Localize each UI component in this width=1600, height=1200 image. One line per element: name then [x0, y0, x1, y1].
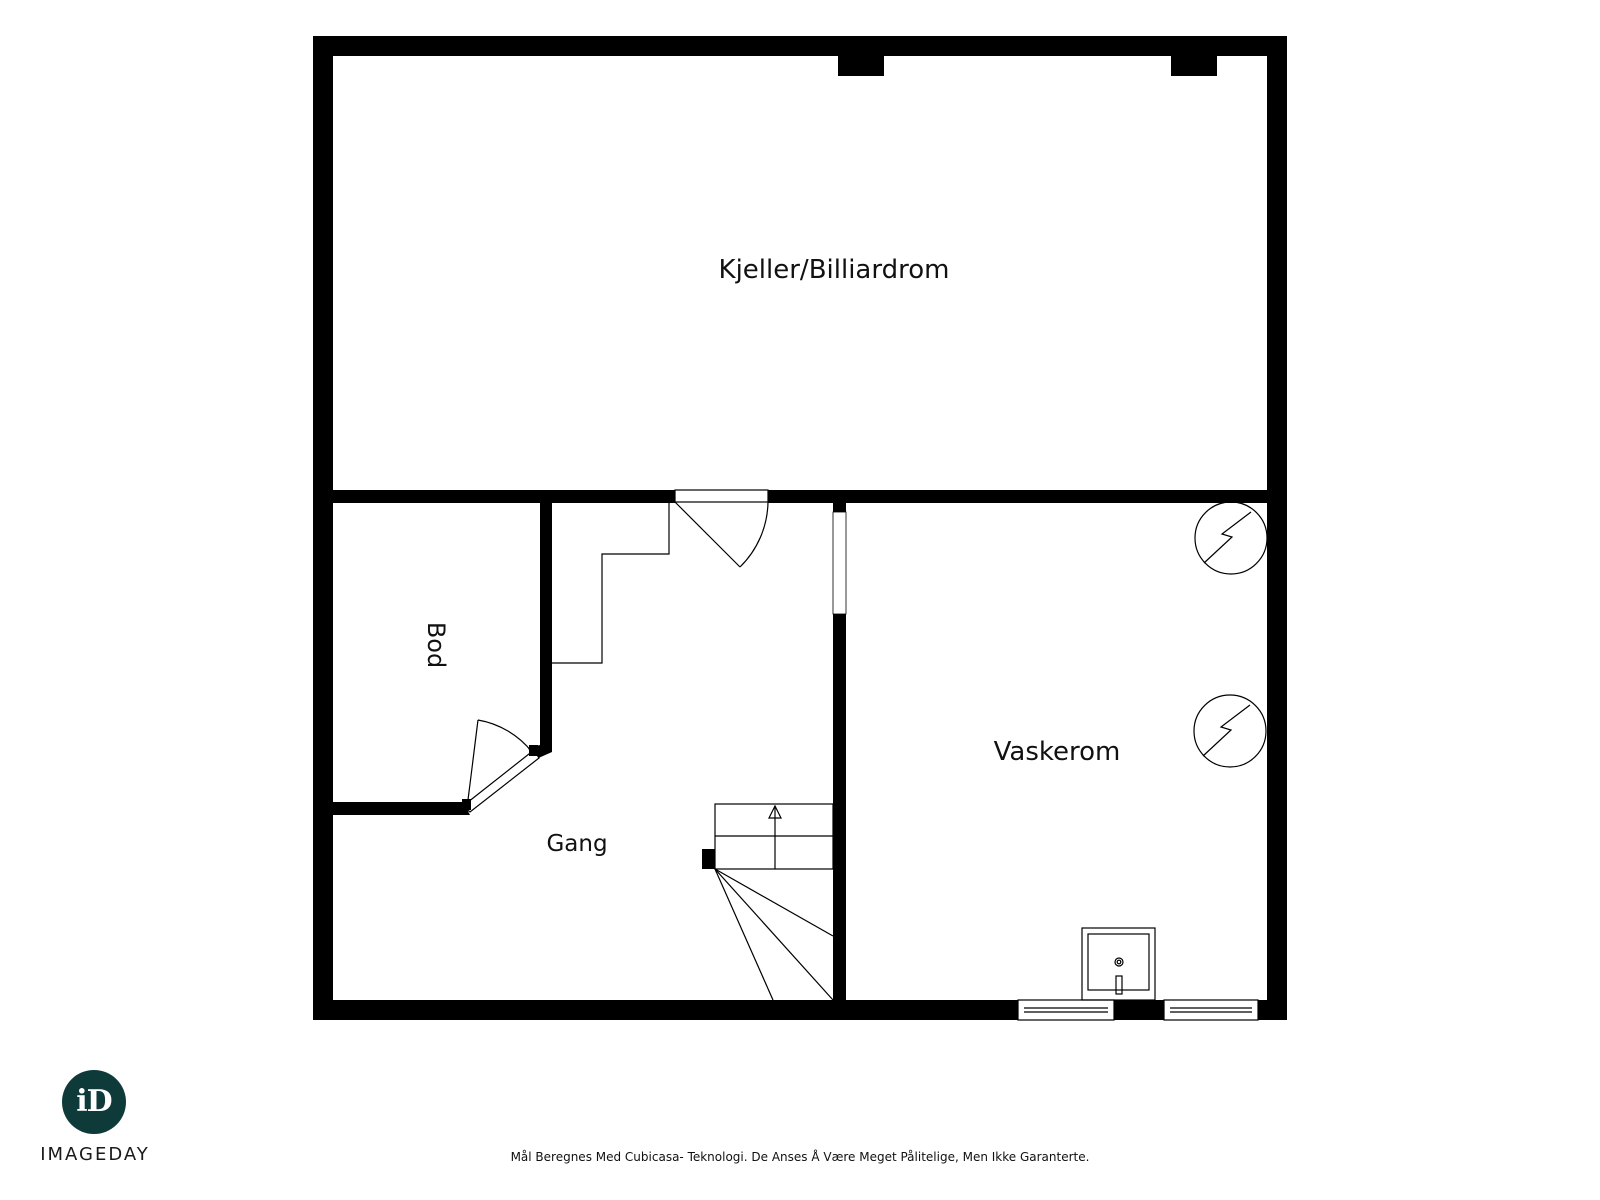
- window: [1017, 999, 1115, 1021]
- windows: [1017, 999, 1259, 1021]
- door-posts: [462, 745, 538, 810]
- wall-left: [313, 36, 333, 1020]
- floor-plan: Kjeller/Billiardrom Bod Gang Vaskerom: [313, 36, 1287, 1021]
- brand-logo: iD IMAGEDAY: [30, 1070, 160, 1170]
- sink-drain: [1114, 957, 1124, 967]
- stair-arrow-head: [768, 804, 782, 819]
- door-leaf-gang: [674, 501, 741, 568]
- interior-walls: [333, 490, 1267, 1020]
- wall-bottom-left: [313, 1000, 1018, 1020]
- stair-winder: [714, 868, 834, 937]
- room-label-bod: Bod: [422, 622, 450, 668]
- step-outline: [552, 503, 670, 664]
- stair-winder: [714, 868, 774, 1001]
- washer-icon: [1194, 501, 1268, 575]
- outer-walls: [313, 36, 1287, 1020]
- door-swing-bod: [477, 719, 533, 753]
- door-leaf-bod: [466, 719, 479, 809]
- wall-mid-horizontal-right: [768, 490, 1267, 503]
- room-label-kjeller: Kjeller/Billiardrom: [719, 255, 950, 285]
- wall-mid-horizontal-left: [333, 490, 675, 503]
- brand-mark-icon: iD: [62, 1070, 126, 1134]
- opening-gang-vaskerom: [832, 511, 847, 615]
- wall-bod-right: [540, 503, 552, 745]
- door-opening-bod: [462, 749, 540, 813]
- appliances: [1193, 501, 1268, 768]
- door-swing-gang: [739, 501, 769, 568]
- stair-post: [702, 849, 715, 869]
- window: [1163, 999, 1259, 1021]
- dryer-icon: [1193, 694, 1267, 768]
- sink-basin: [1087, 933, 1150, 991]
- staircase: [714, 803, 834, 1001]
- wall-top: [313, 36, 1287, 56]
- door-post: [529, 745, 538, 756]
- door-opening-gang: [674, 489, 769, 503]
- sink-tap: [1115, 975, 1123, 995]
- disclaimer-text: Mål Beregnes Med Cubicasa- Teknologi. De…: [510, 1150, 1090, 1164]
- sink-outer: [1081, 927, 1156, 1001]
- room-label-vaskerom: Vaskerom: [994, 737, 1121, 767]
- sink-drain-inner: [1116, 959, 1122, 965]
- wall-gang-vaskerom-top: [833, 503, 846, 512]
- doors: [462, 489, 769, 813]
- stair-winder: [714, 868, 834, 1001]
- sink: [1081, 927, 1156, 1001]
- wall-bod-bottom: [333, 802, 463, 815]
- wall-bottom-right: [1258, 1000, 1287, 1020]
- wall-gang-vaskerom: [833, 614, 846, 1020]
- wall-right: [1267, 36, 1287, 1020]
- wall-block: [838, 56, 884, 76]
- wall-block: [1171, 56, 1217, 76]
- door-post: [462, 799, 471, 810]
- room-label-gang: Gang: [546, 831, 607, 857]
- brand-name: IMAGEDAY: [40, 1144, 150, 1165]
- wall-bottom-mid: [1114, 1000, 1164, 1020]
